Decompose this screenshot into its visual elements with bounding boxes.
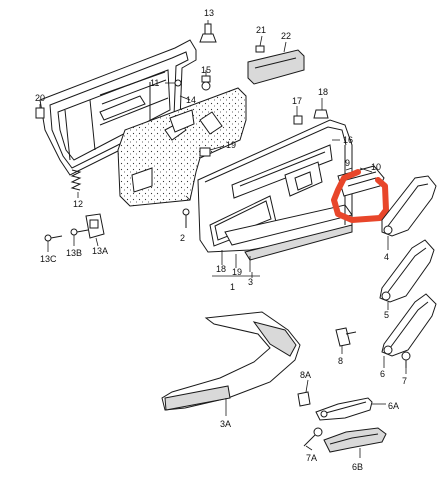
label-3a: 3A — [220, 419, 231, 429]
part-6a-pull-handle — [315, 397, 386, 421]
label-22: 22 — [281, 31, 291, 41]
part-19-clip — [199, 145, 225, 157]
label-2: 2 — [180, 233, 185, 243]
label-17: 17 — [292, 96, 302, 106]
label-6b: 6B — [352, 462, 363, 472]
label-18-top: 18 — [318, 87, 328, 97]
door-frame — [39, 39, 197, 176]
part-11-fastener — [165, 79, 182, 87]
label-8: 8 — [338, 356, 343, 366]
label-5: 5 — [384, 310, 389, 320]
label-12: 12 — [73, 199, 83, 209]
part-22-armrest-cover — [247, 41, 305, 85]
label-6: 6 — [380, 369, 385, 379]
part-6b-pull-handle — [323, 427, 387, 458]
highlight-circle — [331, 169, 389, 223]
part-15-screw — [201, 70, 211, 91]
label-13a: 13A — [92, 246, 108, 256]
label-13b: 13B — [66, 248, 82, 258]
part-20-clip — [35, 104, 45, 119]
label-14: 14 — [186, 95, 196, 105]
part-5-grab-handle — [379, 239, 435, 310]
part-13a-striker — [85, 213, 105, 247]
label-16: 16 — [343, 135, 353, 145]
label-9: 9 — [345, 158, 350, 168]
label-6a: 6A — [388, 401, 399, 411]
label-21: 21 — [256, 25, 266, 35]
part-8-clip — [335, 327, 357, 354]
label-7: 7 — [402, 376, 407, 386]
part-21-clip — [255, 35, 265, 53]
label-3: 3 — [248, 277, 253, 287]
label-18-bottom: 18 — [216, 264, 226, 274]
part-17-clip — [293, 106, 303, 125]
label-13: 13 — [204, 8, 214, 18]
part-2-screw — [182, 195, 191, 228]
label-7a: 7A — [306, 453, 317, 463]
insulation-panel — [117, 87, 247, 207]
label-11: 11 — [150, 78, 159, 88]
part-6-grab-handle — [381, 293, 437, 368]
part-3a-sill-trim — [161, 311, 301, 416]
label-19-top: 19 — [226, 140, 236, 150]
label-13c: 13C — [40, 254, 57, 264]
part-13b-screw — [70, 228, 89, 246]
label-8a: 8A — [300, 370, 311, 380]
label-1: 1 — [230, 282, 235, 292]
label-4: 4 — [384, 252, 389, 262]
part-7a-screw — [303, 427, 323, 451]
part-12-spring — [70, 169, 82, 198]
door-trim-panel — [197, 119, 353, 261]
label-15: 15 — [201, 65, 211, 75]
part-7-screw — [401, 351, 411, 374]
label-10: 10 — [371, 162, 381, 172]
part-18-bracket — [313, 98, 329, 119]
part-13-clip — [199, 20, 217, 43]
part-8a-clip — [297, 379, 311, 407]
part-13c-screw — [44, 234, 63, 252]
part-4-grab-handle — [381, 175, 437, 250]
label-20: 20 — [35, 93, 45, 103]
label-19-bottom: 19 — [232, 267, 242, 277]
